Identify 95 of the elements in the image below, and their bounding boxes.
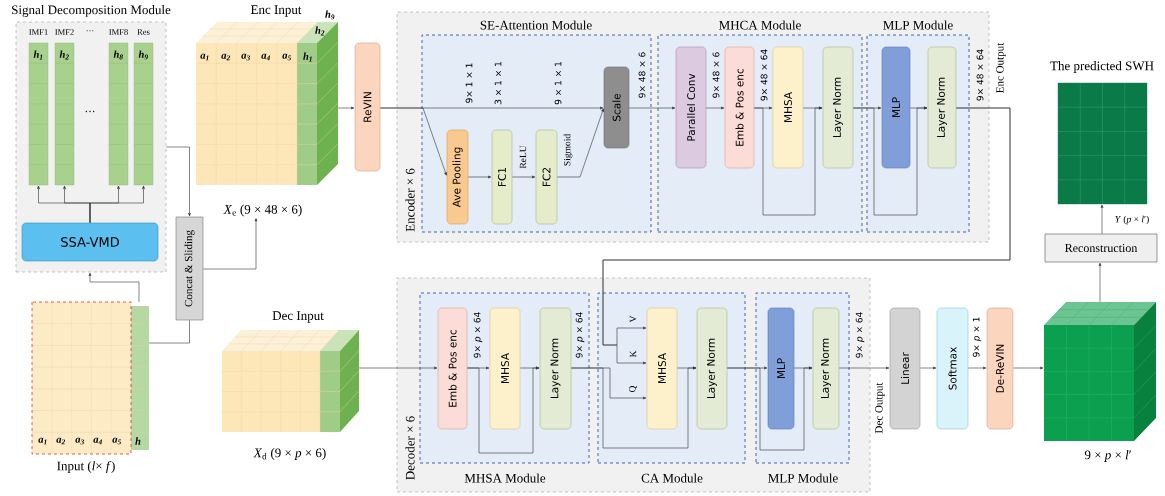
layer-box: FC1: [491, 129, 513, 225]
layer-box: Scale: [603, 66, 630, 149]
caption-text: Input (l× f): [57, 461, 115, 473]
node-label: IMF2: [55, 29, 74, 35]
arrow: [677, 366, 697, 370]
arrow: [920, 366, 937, 370]
arrow: [754, 106, 823, 216]
arrow: [358, 366, 438, 370]
node-label: The predicted SWH: [1050, 61, 1154, 73]
process-box: Reconstruction: [1044, 233, 1158, 263]
node-label: SE-Attention Module: [480, 20, 592, 30]
arrow: [1013, 366, 1044, 370]
node-label: MLP Module: [768, 473, 838, 483]
layer-box: Layer Norm: [539, 307, 572, 430]
output-label: Enc Output: [996, 42, 1006, 93]
node-label: h$_{9}$: [325, 10, 335, 20]
layer-box: MHSA: [772, 46, 804, 169]
feature-column: IMF2 h$_{2}$: [54, 29, 75, 186]
process-box: Concat & Sliding: [175, 216, 204, 321]
arrow: [467, 366, 540, 454]
layer-box: Parallel Conv: [675, 46, 707, 169]
layer-box: Layer Norm: [812, 307, 840, 430]
layer-box: Linear: [889, 307, 921, 430]
caption-text: 9 × p × l′: [1084, 450, 1131, 462]
data-cube: Dec Input: [221, 311, 360, 433]
layer-box: Emb & Pos enc: [437, 307, 468, 430]
edge-label: V: [628, 314, 638, 324]
arrow: [853, 106, 928, 216]
feature-column: IMF1 h$_{1}$: [28, 29, 49, 186]
layer-box: Softmax: [936, 307, 969, 430]
edge-label: Sigmoid: [562, 132, 574, 168]
edge-label: K: [628, 349, 638, 359]
layer-box: Layer Norm: [822, 46, 854, 169]
node-label: CA Module: [641, 473, 703, 483]
node-label: IMF8: [109, 29, 128, 35]
feature-column: IMF8 h$_{8}$: [108, 29, 129, 186]
dimension-label: 9× 48 × 6: [712, 52, 720, 98]
arrow: [337, 106, 355, 110]
dimension-label: 9× 48 × 64: [760, 49, 768, 101]
arrow: [166, 146, 191, 217]
data-cube: Enc Input a$_{1}$ a$_{2}$ a$_{3}$ a$_{4}$ a$_{5}$ h$_{1}$ h$_{2}$ h$_{9}$: [195, 5, 339, 186]
ellipsis: ···: [85, 110, 95, 113]
node-label: h$_{2}$: [315, 26, 325, 36]
edge-label: Q: [628, 384, 638, 394]
arrow: [203, 218, 258, 270]
node-label: IMF1: [29, 29, 48, 35]
layer-box: ReVIN: [354, 42, 381, 172]
node-label: MHCA Module: [719, 20, 801, 30]
node-label: MLP Module: [883, 20, 953, 30]
node-label: h$_{1}$: [303, 52, 312, 62]
ellipsis: ···: [86, 30, 94, 32]
dimension-label: 9× p × 1: [972, 317, 982, 357]
layer-box: De-ReVIN: [986, 307, 1014, 430]
connector-line: [148, 320, 190, 344]
arrow: [1100, 204, 1104, 234]
dimension-label: 9× p × 64: [473, 312, 483, 358]
node-label: Enc Input: [250, 5, 302, 17]
layer-box: FC2: [535, 129, 558, 225]
arrow: [706, 106, 725, 110]
layer-box: Ave Pooling: [446, 129, 469, 225]
dimension-label: 9× 48 × 64: [976, 49, 984, 101]
output-grid: The predicted SWH: [1050, 61, 1154, 205]
arrow: [380, 107, 447, 176]
arrow: [512, 175, 536, 179]
arrow: [557, 108, 604, 178]
node-label: Res: [137, 29, 150, 35]
edge-label: Y (p × l′): [1113, 214, 1151, 226]
layer-box: Layer Norm: [696, 307, 728, 430]
tensor-label: X$_{e}$ (9 × 48 × 6): [223, 204, 302, 217]
dimension-label: 3 × 1 × 1: [494, 62, 502, 105]
arrow: [968, 366, 987, 370]
arrow: [629, 106, 676, 110]
arrow: [839, 366, 890, 370]
arrow: [89, 185, 145, 223]
arrow: [468, 175, 492, 179]
input-grid: a$_{1}$ a$_{2}$ a$_{3}$ a$_{4}$ a$_{5}$ h: [31, 301, 150, 455]
caption-text: X$_{d}$ (9 × p × 6): [253, 448, 326, 460]
dimension-label: 9 × 1 × 1: [554, 62, 562, 105]
dimension-label: 9× p × 64: [855, 312, 865, 358]
node-label: MHSA Module: [464, 473, 546, 483]
dimension-label: 9× 1 × 1: [465, 63, 473, 103]
dimension-label: 9× 48 × 6: [638, 52, 646, 98]
layer-box: Emb & Pos enc: [724, 46, 755, 169]
layer-box: MHSA: [489, 307, 521, 430]
arrow: [88, 272, 140, 303]
process-box: SSA-VMD: [21, 222, 159, 262]
arrow: [1098, 262, 1102, 303]
layer-box: Layer Norm: [927, 46, 957, 169]
node-label: Signal Decomposition Module: [12, 5, 171, 17]
layer-box: MLP: [767, 307, 795, 430]
layer-box: MHSA: [646, 307, 678, 430]
arrow: [727, 366, 813, 451]
feature-column: Res h$_{9}$: [133, 29, 154, 186]
layer-box: MLP: [881, 46, 911, 169]
edge-label: ReLU: [518, 144, 528, 170]
